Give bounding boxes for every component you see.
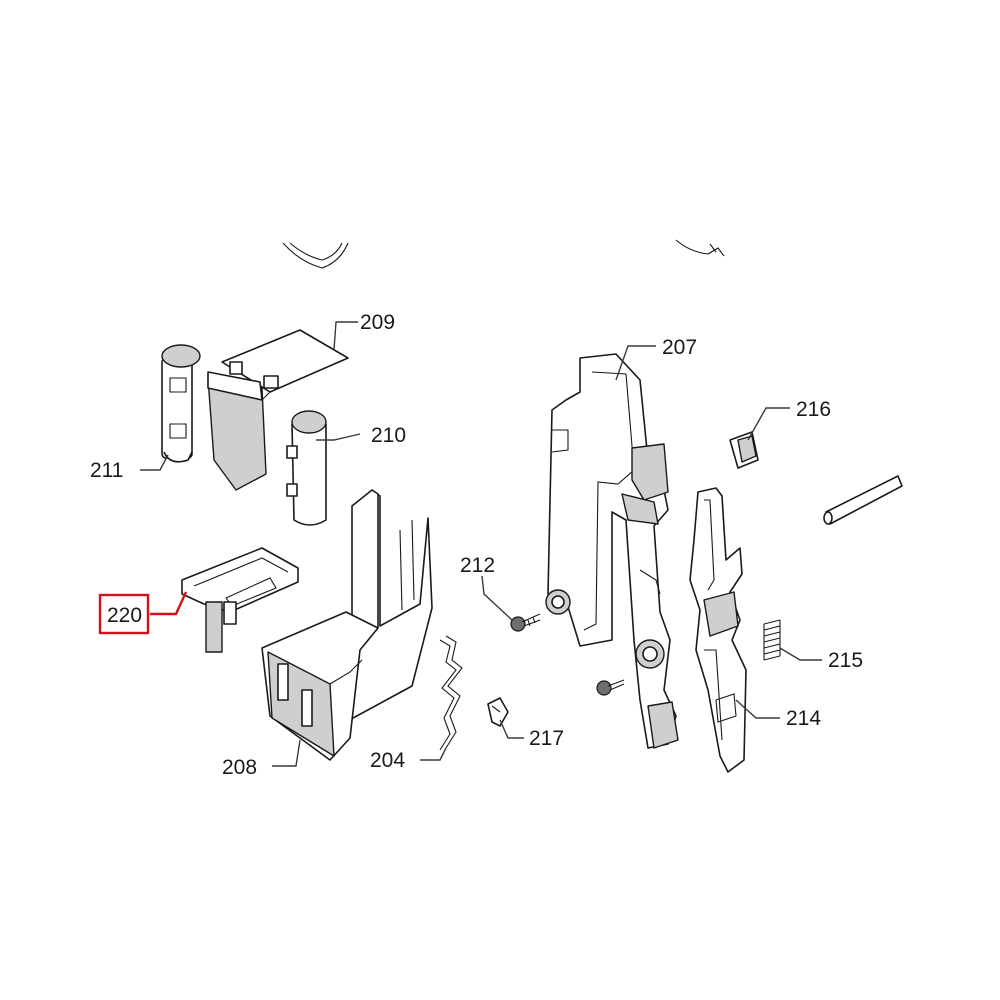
label-217: 217: [529, 727, 564, 750]
label-204: 204: [370, 749, 405, 772]
leader-lines: [140, 321, 822, 767]
part-209-flap: [207, 329, 349, 491]
label-215: 215: [828, 649, 863, 672]
part-208-housing: [261, 489, 433, 761]
part-204-spring-wire: [439, 635, 463, 751]
label-210: 210: [371, 424, 406, 447]
part-215-spring: [763, 619, 781, 661]
part-216-block: [729, 431, 759, 469]
label-211: 211: [90, 459, 123, 482]
part-212b-screw: [596, 679, 625, 696]
part-210-pin: [286, 410, 327, 526]
part-214-slider: [689, 487, 747, 773]
label-220: 220: [107, 604, 142, 627]
partial-part-top-left: [282, 242, 349, 269]
highlight-box: [98, 593, 150, 635]
label-212: 212: [460, 554, 495, 577]
part-220-bracket: [181, 547, 299, 653]
label-209: 209: [360, 311, 395, 334]
part-labels: 209 207 216 210 211 212 220 215 214 217 …: [90, 311, 863, 779]
highlight-leader: [150, 591, 188, 616]
part-212-screw: [510, 613, 541, 632]
part-207-lever-frame: [545, 353, 679, 749]
label-207: 207: [662, 336, 697, 359]
label-216: 216: [796, 398, 831, 421]
part-217-clip: [487, 697, 509, 727]
label-208: 208: [222, 756, 257, 779]
label-214: 214: [786, 707, 821, 730]
highlight-220: [98, 591, 188, 635]
part-211-pin: [161, 344, 201, 463]
partial-part-top-right: [675, 239, 725, 257]
rod-part: [823, 475, 903, 525]
